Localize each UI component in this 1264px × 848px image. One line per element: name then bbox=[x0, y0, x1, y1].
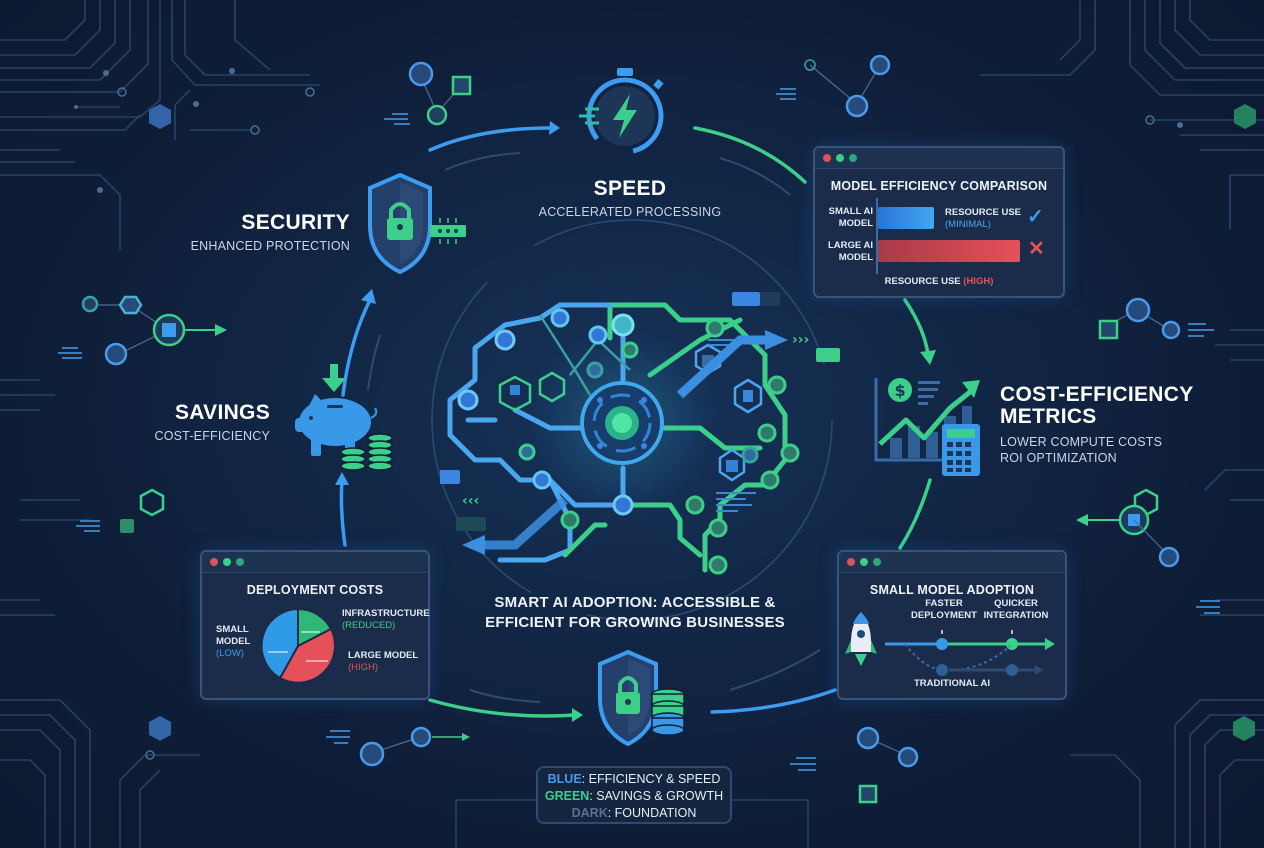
circuit-brain-icon: ››› ‹‹‹ bbox=[440, 292, 840, 575]
small-model-label: SMALL AI MODEL bbox=[828, 206, 873, 229]
adoption-timeline bbox=[845, 612, 1055, 676]
maximize-dot bbox=[873, 558, 881, 566]
cost-efficiency-title-line2: METRICS bbox=[1000, 405, 1097, 429]
svg-text:‹‹‹: ‹‹‹ bbox=[462, 493, 479, 509]
small-model-adoption-title: SMALL MODEL ADOPTION bbox=[869, 583, 1035, 597]
savings-node: SAVINGS COST-EFFICIENCY bbox=[150, 401, 270, 445]
deployment-costs-panel: DEPLOYMENT COSTS SMALL MODEL (LOW) INFRA… bbox=[200, 550, 430, 700]
stopwatch-lightning-icon bbox=[579, 68, 664, 155]
savings-subtitle: COST-EFFICIENCY bbox=[154, 429, 270, 444]
central-title-line2: EFFICIENT FOR GROWING BUSINESSES bbox=[485, 613, 785, 631]
chart-calculator-icon: $ bbox=[874, 378, 980, 476]
savings-title: SAVINGS bbox=[174, 401, 270, 424]
maximize-dot bbox=[236, 558, 244, 566]
pie-label-infrastructure: INFRASTRUCTURE (REDUCED) bbox=[342, 608, 430, 631]
window-controls bbox=[839, 552, 1065, 573]
piggy-bank-icon bbox=[295, 364, 393, 471]
small-model-bar bbox=[878, 207, 934, 229]
rocket-icon bbox=[845, 612, 877, 666]
central-title-line1: SMART AI ADOPTION: ACCESSIBLE & bbox=[494, 594, 776, 611]
minimize-dot bbox=[836, 154, 844, 162]
large-model-bar bbox=[878, 240, 1020, 262]
shield-lock-icon bbox=[368, 172, 466, 275]
cost-pie-chart bbox=[260, 607, 336, 684]
chart-axis bbox=[876, 198, 878, 274]
central-title: SMART AI ADOPTION: ACCESSIBLE & EFFICIEN… bbox=[470, 593, 800, 632]
cost-efficiency-subtitle-line1: LOWER COMPUTE COSTS bbox=[1000, 435, 1163, 450]
check-icon: ✓ bbox=[1027, 206, 1044, 228]
security-title: SECURITY bbox=[241, 211, 350, 234]
deployment-costs-title: DEPLOYMENT COSTS bbox=[246, 583, 384, 597]
minimize-dot bbox=[860, 558, 868, 566]
legend-dark: DARK: FOUNDATION bbox=[571, 806, 697, 820]
pie-label-large-model: LARGE MODEL (HIGH) bbox=[348, 650, 419, 673]
speed-subtitle: ACCELERATED PROCESSING bbox=[538, 205, 722, 220]
window-controls bbox=[815, 148, 1063, 169]
cost-efficiency-subtitle-line2: ROI OPTIMIZATION bbox=[1000, 451, 1117, 466]
svg-text:›››: ››› bbox=[792, 332, 809, 348]
small-model-adoption-panel: SMALL MODEL ADOPTION bbox=[837, 550, 1067, 700]
pie-label-small-model: SMALL MODEL (LOW) bbox=[216, 624, 251, 659]
milestone-quicker-integration: QUICKER INTEGRATION bbox=[983, 598, 1049, 621]
legend-green: GREEN: SAVINGS & GROWTH bbox=[544, 789, 724, 803]
cross-icon: ✕ bbox=[1028, 238, 1045, 260]
close-dot bbox=[823, 154, 831, 162]
traditional-ai-label: TRADITIONAL AI bbox=[914, 678, 990, 689]
speed-node: SPEED ACCELERATED PROCESSING bbox=[530, 177, 730, 221]
resource-use-axis-label: RESOURCE USE (HIGH) bbox=[884, 276, 994, 287]
close-dot bbox=[210, 558, 218, 566]
close-dot bbox=[847, 558, 855, 566]
minimize-dot bbox=[223, 558, 231, 566]
model-efficiency-panel: MODEL EFFICIENCY COMPARISON SMALL AI MOD… bbox=[813, 146, 1065, 298]
color-legend: BLUE: EFFICIENCY & SPEED GREEN: SAVINGS … bbox=[536, 766, 732, 824]
speed-title: SPEED bbox=[593, 177, 667, 200]
svg-text:$: $ bbox=[895, 381, 906, 400]
window-controls bbox=[202, 552, 428, 573]
cost-efficiency-node: COST-EFFICIENCY METRICS LOWER COMPUTE CO… bbox=[1000, 383, 1220, 467]
model-efficiency-title: MODEL EFFICIENCY COMPARISON bbox=[830, 179, 1048, 193]
security-node: SECURITY ENHANCED PROTECTION bbox=[190, 211, 350, 255]
cost-efficiency-title-line1: COST-EFFICIENCY bbox=[1000, 383, 1194, 406]
milestone-faster-deployment: FASTER DEPLOYMENT bbox=[911, 598, 977, 621]
shield-database-icon bbox=[598, 649, 685, 747]
legend-blue: BLUE: EFFICIENCY & SPEED bbox=[547, 772, 721, 786]
small-model-value: RESOURCE USE (MINIMAL) bbox=[945, 207, 1022, 230]
large-model-label: LARGE AI MODEL bbox=[827, 240, 873, 263]
maximize-dot bbox=[849, 154, 857, 162]
security-subtitle: ENHANCED PROTECTION bbox=[190, 239, 350, 254]
